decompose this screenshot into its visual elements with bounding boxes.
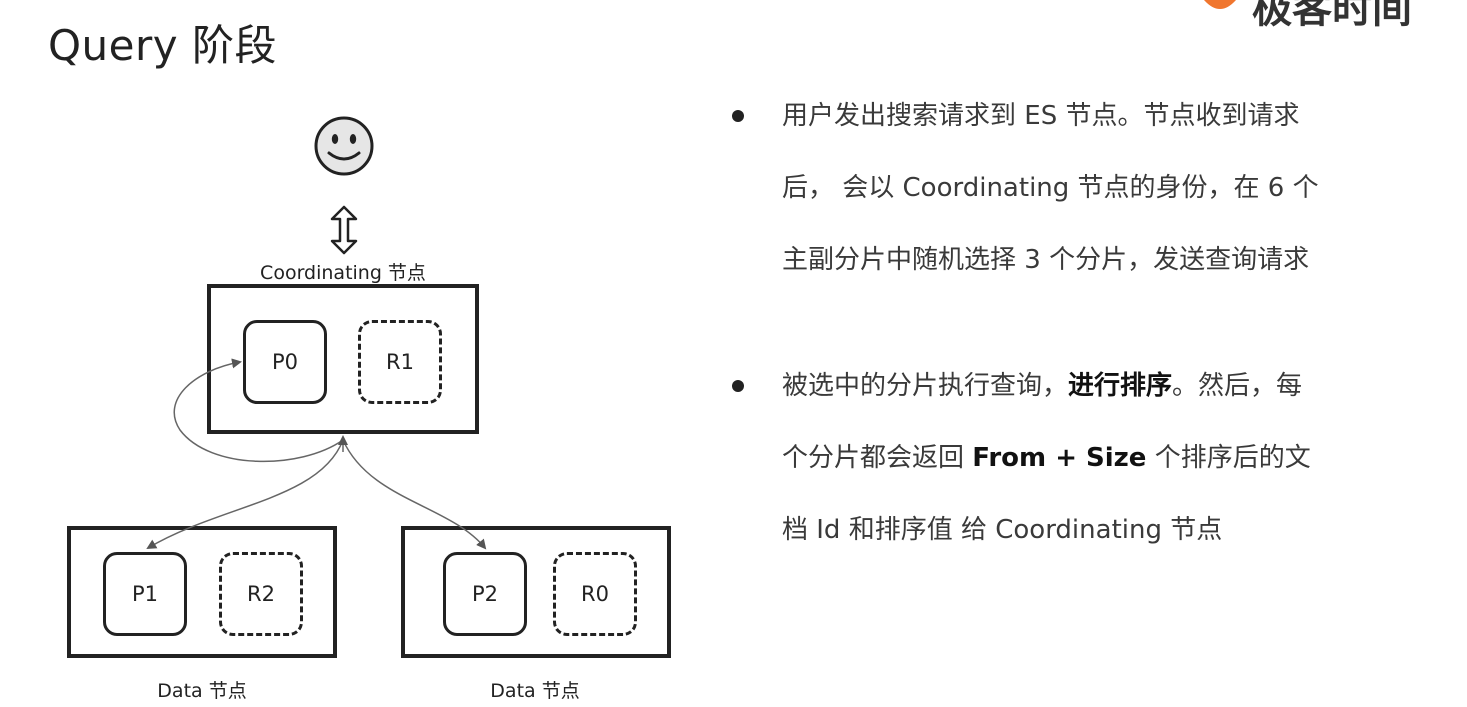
- double-arrow-vertical-icon: [330, 205, 358, 255]
- bullet-line: 主副分片中随机选择 3 个分片，发送查询请求: [782, 245, 1310, 275]
- logo-text: 极客时间: [1252, 0, 1412, 30]
- shard-primary: P2: [443, 552, 527, 636]
- text-span: 被选中的分片执行查询，: [782, 371, 1069, 401]
- bullet-line: 后， 会以 Coordinating 节点的身份，在 6 个: [782, 173, 1319, 203]
- bullet-list: 用户发出搜索请求到 ES 节点。节点收到请求 后， 会以 Coordinatin…: [730, 80, 1430, 566]
- coordinating-node-label: Coordinating 节点: [260, 262, 426, 284]
- bullet-line: 被选中的分片执行查询，进行排序。然后，每: [782, 350, 1430, 422]
- shard-replica: R2: [219, 552, 303, 636]
- bullet-line: 档 Id 和排序值 给 Coordinating 节点: [782, 515, 1223, 545]
- logo: 极客时间: [1200, 0, 1467, 30]
- emphasis-text: From + Size: [972, 443, 1147, 473]
- bullet-line: 用户发出搜索请求到 ES 节点。节点收到请求: [782, 101, 1300, 131]
- slide-title: Query 阶段: [48, 21, 277, 70]
- logo-mark-icon: [1204, 0, 1236, 9]
- text-span: 个排序后的文: [1146, 443, 1311, 473]
- shard-primary: P1: [103, 552, 187, 636]
- bullet-line: 个分片都会返回 From + Size 个排序后的文: [782, 422, 1430, 494]
- emphasis-text: 进行排序: [1068, 371, 1173, 401]
- shard-replica: R0: [553, 552, 637, 636]
- data-node-label: Data 节点: [157, 680, 247, 702]
- shard-primary: P0: [243, 320, 327, 404]
- bullet-item: 被选中的分片执行查询，进行排序。然后，每 个分片都会返回 From + Size…: [730, 350, 1430, 566]
- shard-replica: R1: [358, 320, 442, 404]
- data-node-label: Data 节点: [490, 680, 580, 702]
- bullet-item: 用户发出搜索请求到 ES 节点。节点收到请求 后， 会以 Coordinatin…: [730, 80, 1430, 296]
- text-span: 。然后，每: [1172, 371, 1303, 401]
- text-span: 个分片都会返回: [782, 443, 973, 473]
- smiley-face-icon: [314, 116, 374, 176]
- bullet-dot-icon: [732, 110, 744, 122]
- bullet-dot-icon: [732, 380, 744, 392]
